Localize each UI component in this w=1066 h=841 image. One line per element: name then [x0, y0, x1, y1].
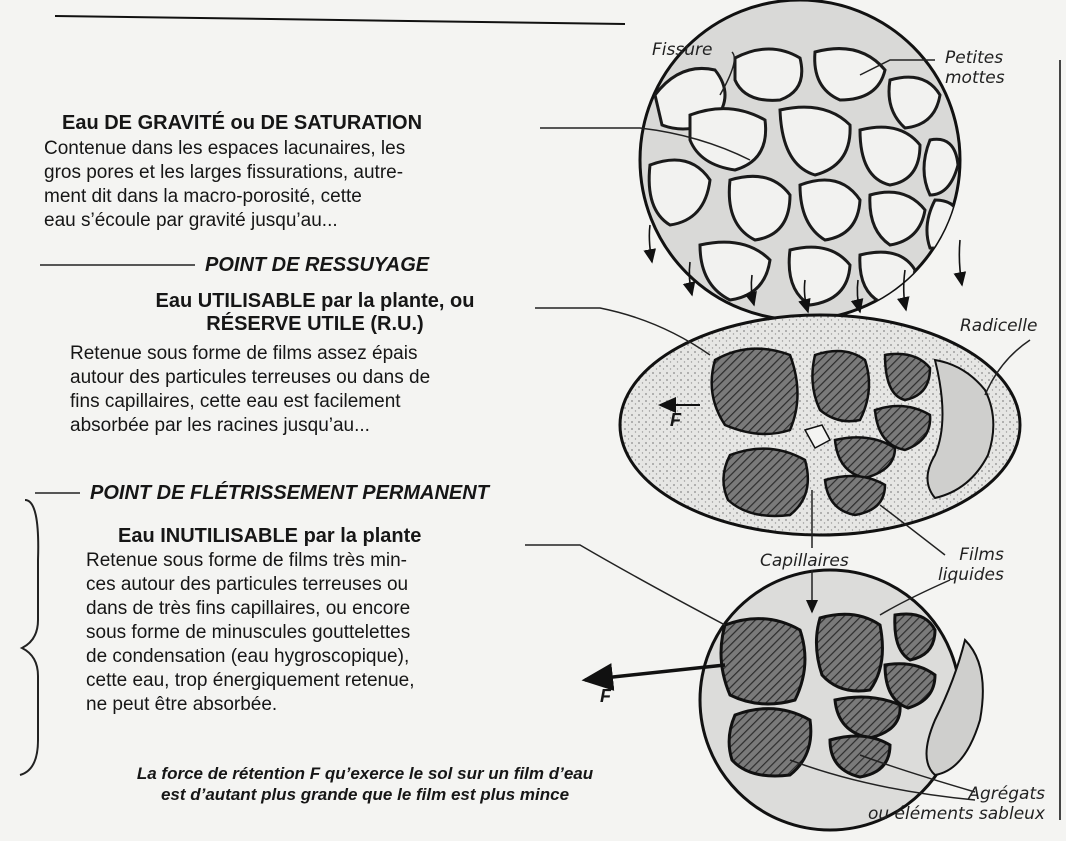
label-line: Petites: [945, 48, 1005, 68]
retention-footnote: La force de rétention F qu’exerce le sol…: [60, 763, 670, 805]
useful-water-description: Retenue sous forme de films assez épais …: [70, 342, 430, 438]
text-line: cette eau, trop énergiquement retenue,: [86, 669, 415, 693]
text-line: gros pores et les larges fissurations, a…: [44, 161, 405, 185]
text-line: dans de très fins capillaires, ou encore: [86, 597, 415, 621]
label-radicelle: Radicelle: [960, 316, 1037, 336]
text-line: ment dit dans la macro-porosité, cette: [44, 185, 405, 209]
label-petites-mottes: Petites mottes: [945, 48, 1005, 88]
label-capillaires: Capillaires: [760, 551, 849, 571]
text-line: ne peut être absorbée.: [86, 693, 415, 717]
text-line: sous forme de minuscules gouttelettes: [86, 621, 415, 645]
label-films-liquides: Films liquides: [938, 545, 1004, 585]
label-line: liquides: [938, 565, 1004, 585]
title-line: RÉSERVE UTILE (R.U.): [90, 313, 540, 336]
force-label-useful: F: [670, 410, 681, 431]
left-bracket: [20, 500, 38, 775]
text-line: absorbée par les racines jusqu’au...: [70, 414, 430, 438]
label-fissure: Fissure: [652, 40, 712, 60]
label-line: ou éléments sableux: [820, 804, 1045, 824]
section-ressuyage: POINT DE RESSUYAGE: [205, 254, 429, 277]
force-label-unusable: F: [600, 686, 611, 707]
gravity-water-description: Contenue dans les espaces lacunaires, le…: [44, 137, 405, 233]
text-line: fins capillaires, cette eau est facileme…: [70, 390, 430, 414]
text-line: Contenue dans les espaces lacunaires, le…: [44, 137, 405, 161]
label-agregats: Agrégats ou éléments sableux: [820, 784, 1045, 824]
label-line: mottes: [945, 68, 1005, 88]
text-line: eau s’écoule par gravité jusqu’au...: [44, 209, 405, 233]
unusable-water-title: Eau INUTILISABLE par la plante: [118, 525, 421, 548]
text-line: autour des particules terreuses ou dans …: [70, 366, 430, 390]
text-line: Retenue sous forme de films assez épais: [70, 342, 430, 366]
gravity-water-title: Eau DE GRAVITÉ ou DE SATURATION: [62, 112, 422, 135]
footnote-line: est d’autant plus grande que le film est…: [60, 784, 670, 805]
label-line: Films: [938, 545, 1004, 565]
useful-water-title: Eau UTILISABLE par la plante, ou RÉSERVE…: [90, 290, 540, 336]
text-line: Retenue sous forme de films très min-: [86, 549, 415, 573]
unusable-water-description: Retenue sous forme de films très min- ce…: [86, 549, 415, 717]
section-fletrissement: POINT DE FLÉTRISSEMENT PERMANENT: [90, 482, 489, 505]
title-line: Eau UTILISABLE par la plante, ou: [90, 290, 540, 313]
text-line: de condensation (eau hygroscopique),: [86, 645, 415, 669]
footnote-line: La force de rétention F qu’exerce le sol…: [60, 763, 670, 784]
text-line: ces autour des particules terreuses ou: [86, 573, 415, 597]
label-line: Agrégats: [820, 784, 1045, 804]
